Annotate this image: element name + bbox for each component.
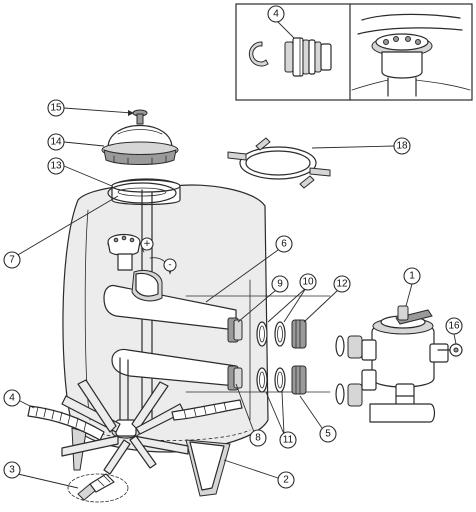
- callout-14: [47, 133, 65, 151]
- lower-bulkhead: [227, 365, 243, 391]
- multiport-valve: [361, 305, 449, 423]
- callout-13: [47, 157, 65, 175]
- lower-union-nut: [291, 365, 307, 395]
- callout-13-label: 13: [50, 161, 62, 172]
- adjust-elbow: + -: [131, 237, 177, 302]
- minus-sign: -: [168, 260, 171, 270]
- callout-6: [275, 235, 293, 253]
- callout-1: [403, 267, 421, 285]
- top-diffuser: [107, 233, 141, 271]
- locking-ring: [227, 137, 331, 189]
- callout-3: [3, 461, 21, 479]
- vent-knob: [132, 109, 148, 125]
- filter-tank: + -: [62, 178, 269, 497]
- callout-9-label: 9: [277, 279, 283, 290]
- callout-16: [445, 317, 463, 335]
- upper-bulkhead: [227, 317, 243, 343]
- callout-15: [47, 99, 65, 117]
- callout-14-label: 14: [50, 137, 62, 148]
- callout-4-inset: [267, 5, 285, 23]
- callout-12-label: 12: [336, 279, 348, 290]
- callout-1-label: 1: [409, 271, 415, 282]
- tank-opening: [111, 179, 181, 193]
- callout-8-label: 8: [255, 433, 261, 444]
- callout-5: [319, 425, 337, 443]
- callout-6-label: 6: [281, 239, 287, 250]
- lid-assembly: [101, 109, 179, 204]
- callout-8: [249, 429, 267, 447]
- valve-gasket-lower: [335, 383, 345, 405]
- callout-5-label: 5: [325, 429, 331, 440]
- upper-gasket-2: [274, 321, 286, 347]
- plus-marker: [140, 237, 154, 251]
- callout-15-label: 15: [50, 103, 62, 114]
- callout-3-label: 3: [9, 465, 15, 476]
- callout-4-label: 4: [9, 393, 15, 404]
- callout-10-label: 10: [302, 277, 314, 288]
- lower-gasket-1: [256, 367, 268, 393]
- callout-7-label: 7: [9, 255, 15, 266]
- callout-7: [3, 251, 21, 269]
- o-ring: [117, 187, 167, 197]
- tank-highlight: [84, 209, 91, 421]
- upper-gasket-1: [256, 321, 268, 347]
- callout-16-label: 16: [448, 321, 460, 332]
- callouts: 15 14 13 18 7 6 9 10 12: [3, 99, 463, 489]
- callout-11: [279, 431, 297, 449]
- callout-10: [299, 273, 317, 291]
- detail-inset: 4: [235, 3, 473, 101]
- side-connections: [185, 279, 363, 421]
- callout-18-label: 18: [396, 141, 408, 152]
- valve-gasket-upper: [335, 335, 345, 357]
- callout-12: [333, 275, 351, 293]
- drain-plug: [67, 473, 129, 503]
- callout-2: [277, 471, 295, 489]
- callout-4: [3, 389, 21, 407]
- callout-18: [393, 137, 411, 155]
- threaded-connector: [284, 37, 332, 77]
- pressure-gauge: [437, 343, 463, 357]
- o-ring-highlight: [107, 182, 177, 204]
- minus-marker: [163, 258, 177, 272]
- callout-11-label: 11: [283, 435, 294, 446]
- c-clip: [248, 41, 269, 67]
- lower-gasket-2: [274, 367, 286, 393]
- upper-union-nut: [291, 319, 307, 349]
- callout-2-label: 2: [283, 475, 289, 486]
- callout-4-inset-label: 4: [273, 9, 279, 20]
- collector-detail: [351, 13, 471, 97]
- callout-9: [271, 275, 289, 293]
- slotted-lateral-tube: [27, 399, 243, 441]
- plus-sign: +: [143, 239, 151, 249]
- lateral-collectors: [27, 379, 243, 475]
